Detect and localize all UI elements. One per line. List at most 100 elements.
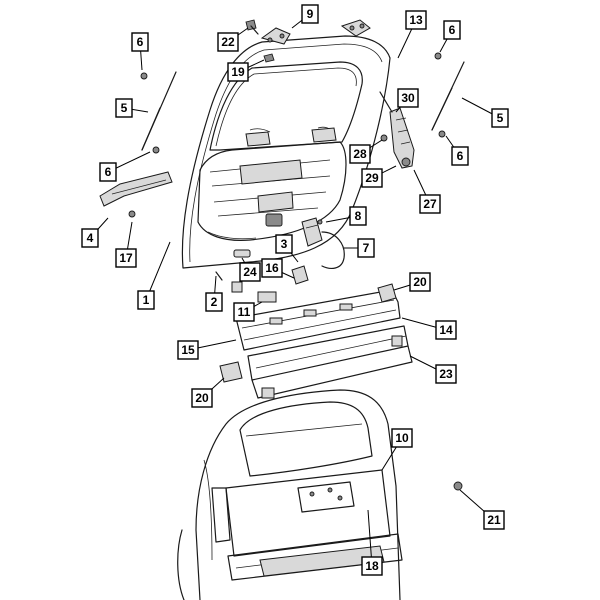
callout-number: 2 xyxy=(211,295,218,309)
callout-c6a: 6 xyxy=(131,32,149,52)
callout-c29: 29 xyxy=(361,168,383,188)
callout-c5a: 5 xyxy=(115,98,133,118)
callout-box xyxy=(491,108,509,128)
callout-number: 7 xyxy=(363,241,370,255)
callout-c2: 2 xyxy=(205,292,223,312)
callout-box xyxy=(227,62,249,82)
callout-number: 27 xyxy=(423,197,437,211)
callout-box xyxy=(397,88,419,108)
callout-number: 30 xyxy=(401,91,415,105)
callout-number: 21 xyxy=(487,513,501,527)
callout-c16: 16 xyxy=(261,258,283,278)
callout-c20b: 20 xyxy=(191,388,213,408)
callout-box xyxy=(115,98,133,118)
callout-c24: 24 xyxy=(239,262,261,282)
callout-number: 3 xyxy=(281,237,288,251)
callout-box xyxy=(435,320,457,340)
callout-c1: 1 xyxy=(137,290,155,310)
callout-number: 6 xyxy=(137,35,144,49)
callout-number: 20 xyxy=(413,275,427,289)
callout-box xyxy=(301,4,319,24)
callout-c6d: 6 xyxy=(451,146,469,166)
callout-box xyxy=(99,162,117,182)
callout-number: 19 xyxy=(231,65,245,79)
callout-number: 22 xyxy=(221,35,235,49)
bolt-fasteners xyxy=(245,19,275,63)
callout-number: 9 xyxy=(307,7,314,21)
callout-number: 6 xyxy=(457,149,464,163)
callout-number: 16 xyxy=(265,261,279,275)
callout-number: 24 xyxy=(243,265,257,279)
callout-box xyxy=(275,234,293,254)
callout-number: 17 xyxy=(119,251,133,265)
vehicle-rear-view xyxy=(177,389,463,600)
callout-number: 6 xyxy=(449,23,456,37)
callout-number: 29 xyxy=(365,171,379,185)
callout-c6c: 6 xyxy=(443,20,461,40)
callout-number: 13 xyxy=(409,13,423,27)
callout-box xyxy=(81,228,99,248)
callout-number: 18 xyxy=(365,559,379,573)
callout-box xyxy=(115,248,137,268)
callout-number: 23 xyxy=(439,367,453,381)
leader-lines xyxy=(89,13,501,567)
callout-c10: 10 xyxy=(391,428,413,448)
callout-c11: 11 xyxy=(233,302,255,322)
callout-c17: 17 xyxy=(115,248,137,268)
callout-box xyxy=(131,32,149,52)
callout-number: 5 xyxy=(497,111,504,125)
callout-box xyxy=(361,168,383,188)
callout-c19: 19 xyxy=(227,62,249,82)
callout-number: 8 xyxy=(355,209,362,223)
callout-c3: 3 xyxy=(275,234,293,254)
callout-box xyxy=(177,340,199,360)
callout-c23: 23 xyxy=(435,364,457,384)
liftgate-panel xyxy=(181,35,391,269)
callout-box xyxy=(239,262,261,282)
callout-box xyxy=(191,388,213,408)
callout-number: 10 xyxy=(395,431,409,445)
callout-box xyxy=(409,272,431,292)
callout-box xyxy=(349,144,371,164)
callout-c18: 18 xyxy=(361,556,383,576)
callout-c4: 4 xyxy=(81,228,99,248)
callout-number: 1 xyxy=(143,293,150,307)
callout-c13: 13 xyxy=(405,10,427,30)
callout-box xyxy=(205,292,223,312)
callout-box xyxy=(435,364,457,384)
callout-c6b: 6 xyxy=(99,162,117,182)
callout-c14: 14 xyxy=(435,320,457,340)
callout-number: 28 xyxy=(353,147,367,161)
callout-box xyxy=(391,428,413,448)
callout-box xyxy=(357,238,375,258)
liftgate-struts xyxy=(141,61,465,151)
rear-crossmember xyxy=(247,325,413,399)
callout-c28: 28 xyxy=(349,144,371,164)
callout-number: 5 xyxy=(121,101,128,115)
callout-box xyxy=(349,206,367,226)
callout-number: 4 xyxy=(87,231,94,245)
callout-c20a: 20 xyxy=(409,272,431,292)
callout-c7: 7 xyxy=(357,238,375,258)
callout-c8: 8 xyxy=(349,206,367,226)
callout-number: 15 xyxy=(181,343,195,357)
callout-box xyxy=(443,20,461,40)
callout-number: 14 xyxy=(439,323,453,337)
callout-number: 11 xyxy=(238,305,251,319)
callout-box xyxy=(419,194,441,214)
callout-box xyxy=(261,258,283,278)
spoiler-molding xyxy=(99,171,173,218)
bumper-brackets xyxy=(219,283,397,383)
callout-number: 20 xyxy=(195,391,209,405)
callout-c21: 21 xyxy=(483,510,505,530)
callout-box xyxy=(451,146,469,166)
callout-c22: 22 xyxy=(217,32,239,52)
callout-c27: 27 xyxy=(419,194,441,214)
ball-studs xyxy=(140,52,446,154)
callout-box xyxy=(483,510,505,530)
callout-c30: 30 xyxy=(397,88,419,108)
callout-number: 6 xyxy=(105,165,112,179)
callout-box xyxy=(405,10,427,30)
